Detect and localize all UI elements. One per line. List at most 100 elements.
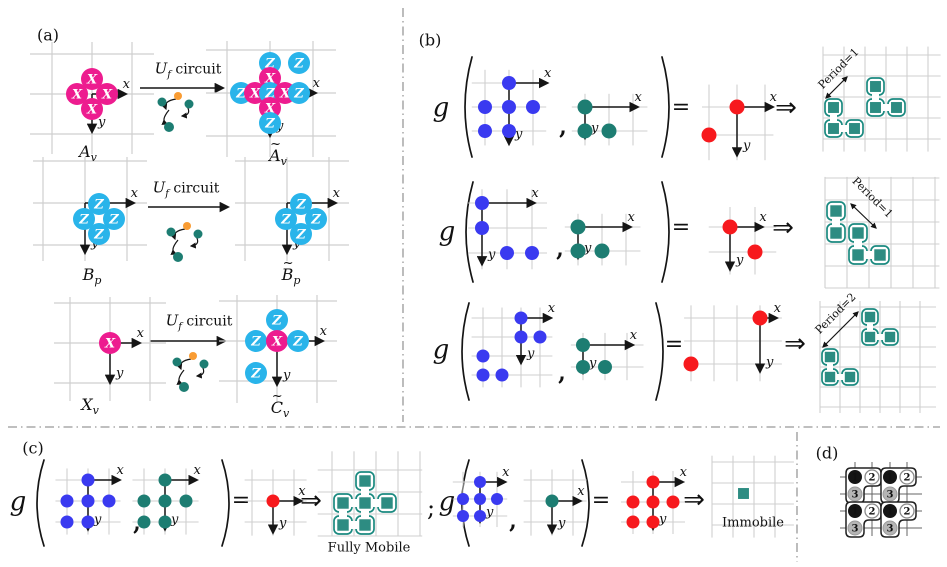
teal-dot (576, 338, 590, 352)
panel-b-row-0-blue-lattice: xy (471, 66, 552, 147)
svg-text:x: x (544, 66, 552, 81)
orange-dot (183, 222, 191, 230)
svg-text:X: X (86, 73, 98, 88)
svg-text:3: 3 (887, 490, 894, 501)
svg-text:y: y (742, 139, 751, 154)
orange-dot (174, 92, 182, 100)
panel-c-second-blue-lattice: xy (452, 465, 510, 528)
svg-text:X: X (104, 337, 116, 352)
blue-dot (475, 221, 489, 235)
pauli-X-circle (99, 332, 121, 354)
teal-square (870, 102, 881, 113)
svg-text:g: g (433, 335, 450, 365)
svg-text:Z: Z (280, 213, 291, 228)
teal-dot (577, 123, 593, 139)
circuit-squiggle-icon (166, 222, 203, 262)
qubit-1-circle (883, 504, 897, 518)
teal-square (828, 123, 839, 134)
teal-square (381, 497, 393, 509)
operator-label-Av: Av (79, 141, 97, 165)
blue-dot (514, 330, 528, 344)
svg-text:X: X (271, 335, 283, 350)
pauli-Z-circle (245, 362, 267, 384)
panel-c-first-teal-lattice: xy (132, 463, 201, 535)
teal-dot (166, 227, 176, 237)
svg-text:x: x (531, 186, 539, 201)
svg-text:y: y (735, 253, 744, 268)
svg-text:y: y (282, 368, 291, 383)
svg-text:g: g (433, 93, 450, 123)
svg-text:Z: Z (250, 367, 261, 382)
teal-dot (137, 494, 151, 508)
teal-square (337, 497, 349, 509)
teal-dot (157, 97, 167, 107)
svg-text:x: x (193, 463, 201, 478)
svg-text:2: 2 (904, 473, 911, 484)
svg-text:y: y (278, 516, 287, 531)
pauli-Z-circle (288, 52, 310, 74)
svg-text:y: y (170, 513, 179, 528)
teal-square (844, 371, 856, 383)
close-paren (661, 56, 670, 158)
red-dot (666, 495, 680, 509)
svg-text:Z: Z (264, 87, 275, 102)
panel-a (140, 82, 231, 347)
svg-text:y: y (487, 248, 496, 263)
blue-dot (502, 76, 516, 90)
blue-dot (60, 515, 74, 529)
svg-text:Period=2: Period=2 (813, 291, 859, 337)
pauli-X-circle (81, 98, 103, 120)
qubit-2-circle (864, 503, 880, 519)
pauli-Z-circle (290, 223, 312, 245)
svg-text:=: = (665, 332, 683, 357)
uf-circuit-label-1: Uf circuit (154, 59, 222, 81)
blue-dot (457, 510, 469, 522)
svg-text:=: = (592, 488, 610, 513)
svg-text:1: 1 (887, 507, 894, 518)
svg-text:x: x (770, 90, 778, 105)
svg-text:g: g (10, 487, 27, 517)
teal-dot (199, 359, 209, 369)
close-paren (661, 181, 670, 283)
panel-c-second-squares-lattice (711, 455, 794, 538)
pauli-X-circle (96, 83, 118, 105)
blue-dot (526, 100, 540, 114)
svg-text:y: y (514, 127, 523, 142)
svg-text:x: x (577, 484, 585, 499)
svg-text:y: y (557, 516, 566, 531)
panel-b-row-1-red-lattice: xy (708, 207, 777, 275)
svg-text:y: y (93, 513, 102, 528)
panel-b-row-1-squares-lattice: Period=1 (824, 175, 940, 289)
red-dot (752, 310, 768, 326)
teal-dot (179, 494, 193, 508)
blue-dot (81, 515, 95, 529)
svg-text:Z: Z (108, 213, 119, 228)
blue-dot (476, 349, 490, 363)
blue-dot (502, 100, 516, 114)
svg-text:3: 3 (852, 524, 859, 535)
panel-b-row-1-teal-lattice: xy (564, 210, 641, 266)
teal-dot (598, 360, 612, 374)
pauli-Z-circle (88, 193, 110, 215)
svg-text:1: 1 (887, 473, 894, 484)
teal-square (337, 519, 349, 531)
panel-b-row-2: g,=⇒ (433, 302, 806, 401)
panel-b-label: (b) (418, 30, 442, 50)
pauli-Z-circle (288, 82, 310, 104)
teal-square (824, 351, 836, 363)
svg-text:⇒: ⇒ (775, 93, 797, 123)
pauli-X-circle (81, 68, 103, 90)
qubit-3-circle (847, 486, 863, 502)
uf-circuit-label-3: Uf circuit (165, 311, 233, 333)
red-dot (646, 515, 660, 529)
teal-square (864, 311, 876, 323)
red-dot (722, 219, 738, 235)
svg-text:y: y (583, 241, 592, 256)
svg-text:3: 3 (852, 490, 859, 501)
svg-text:Z: Z (235, 87, 246, 102)
panel-b-row-2-squares-lattice: Period=2 (813, 291, 936, 413)
panel-c-first-red-lattice: xy (244, 469, 307, 536)
teal-dot (172, 357, 182, 367)
